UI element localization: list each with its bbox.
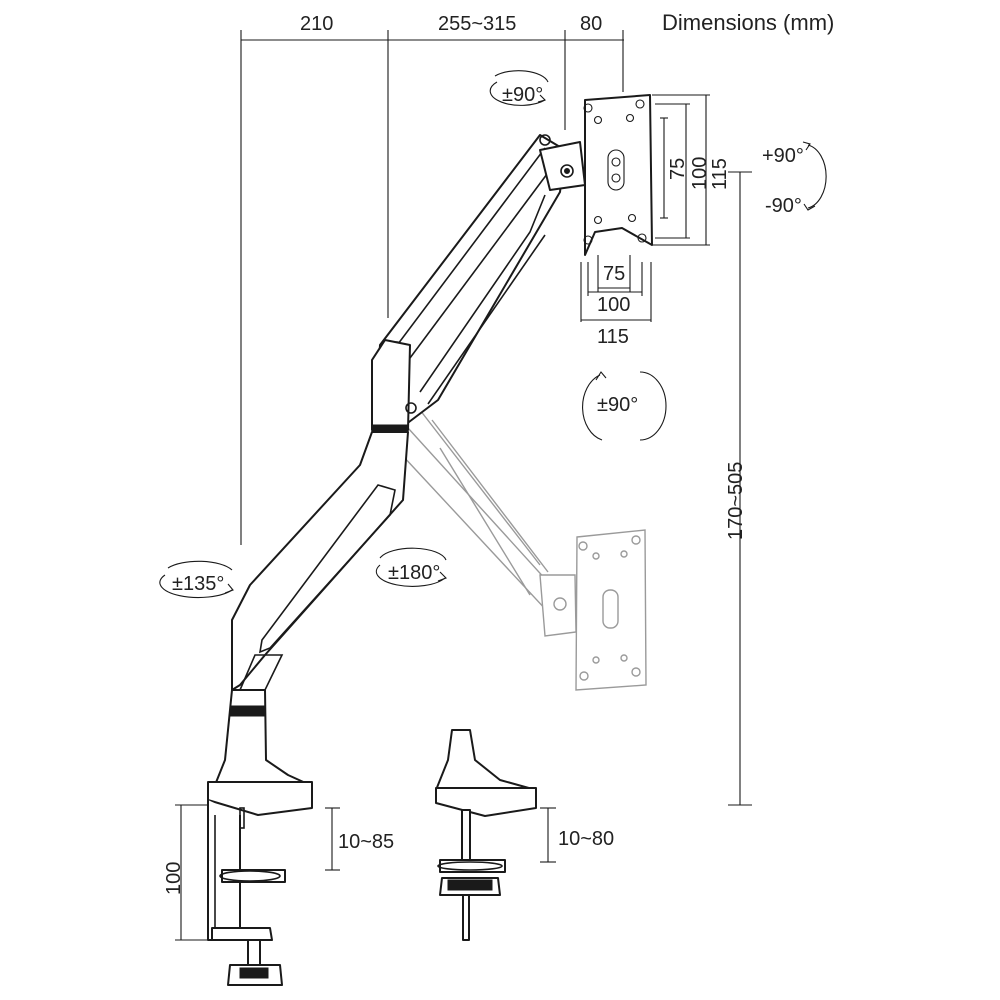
- vesa-plate: [583, 94, 653, 256]
- vesa-vertical-dims: [652, 94, 710, 246]
- upper-arm: [374, 134, 586, 431]
- mount-post: [214, 689, 311, 786]
- base-swivel-label: ±135°: [172, 573, 224, 595]
- dimensions-title: Dimensions (mm): [662, 10, 834, 35]
- grommet-range-dim: [540, 807, 556, 863]
- vesa-v-115: 115: [709, 158, 731, 190]
- monitor-swivel-icon: [582, 371, 667, 441]
- vesa-v-75: 75: [667, 158, 689, 180]
- base-swivel-icon: [159, 560, 234, 599]
- clamp-height-label: 100: [163, 862, 185, 895]
- monitor-swivel-label: ±90°: [597, 394, 638, 416]
- dim-arm-length-2: 255~315: [438, 13, 516, 35]
- clamp-height-dim: [175, 804, 340, 941]
- lower-arm: [231, 431, 409, 691]
- vesa-h-100: 100: [597, 294, 630, 316]
- ghost-arm-lowered: [401, 409, 647, 691]
- c-clamp: [207, 781, 313, 986]
- top-dimension-line: [240, 30, 624, 545]
- vesa-horizontal-dims: [580, 255, 652, 322]
- rotate-pos-label: +90°: [762, 145, 804, 167]
- grommet-range-label: 10~80: [558, 828, 614, 850]
- vesa-h-115: 115: [597, 326, 629, 348]
- arm-swivel-label: ±180°: [388, 562, 440, 584]
- height-range-line: [728, 171, 752, 806]
- clamp-range-label: 10~85: [338, 831, 394, 853]
- tilt-label: ±90°: [502, 84, 543, 106]
- dim-arm-length-1: 210: [300, 13, 333, 35]
- vesa-h-75: 75: [603, 263, 625, 285]
- grommet-mount: [435, 729, 537, 941]
- height-range-label: 170~505: [725, 462, 747, 540]
- elbow-joint: [371, 339, 417, 432]
- arm-swivel-icon: [375, 547, 447, 587]
- vesa-v-100: 100: [689, 157, 711, 190]
- tilt-rotation-icon: [489, 70, 549, 106]
- screen-rotation-icon: [802, 141, 827, 211]
- dim-head-length: 80: [580, 13, 602, 35]
- rotate-neg-label: -90°: [765, 195, 802, 217]
